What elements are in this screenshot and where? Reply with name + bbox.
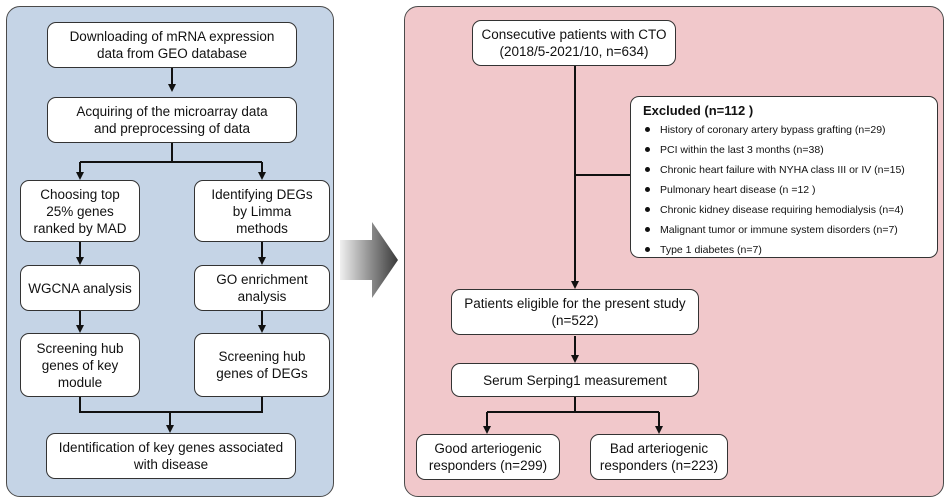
excluded-item: Pulmonary heart disease (n =12 ) bbox=[643, 180, 929, 200]
key-genes-box: Identification of key genes associated w… bbox=[46, 433, 296, 479]
serum-serping1-box: Serum Serping1 measurement bbox=[451, 363, 699, 397]
excluded-list: History of coronary artery bypass grafti… bbox=[643, 120, 929, 260]
excluded-item: History of coronary artery bypass grafti… bbox=[643, 120, 929, 140]
consecutive-patients-box: Consecutive patients with CTO (2018/5-20… bbox=[472, 20, 676, 66]
eligible-patients-box: Patients eligible for the present study … bbox=[451, 289, 699, 335]
excluded-item: Type 1 diabetes (n=7) bbox=[643, 240, 929, 260]
hub-module-box: Screening hub genes of key module bbox=[20, 333, 140, 397]
bad-responders-box: Bad arteriogenic responders (n=223) bbox=[590, 434, 728, 480]
hub-degs-box: Screening hub genes of DEGs bbox=[194, 333, 330, 397]
choose-mad-box: Choosing top 25% genes ranked by MAD bbox=[20, 180, 140, 242]
transition-arrow-icon bbox=[340, 222, 398, 298]
identify-degs-box: Identifying DEGs by Limma methods bbox=[194, 180, 330, 242]
good-responders-box: Good arteriogenic responders (n=299) bbox=[416, 434, 560, 480]
acquire-box: Acquiring of the microarray data and pre… bbox=[47, 97, 297, 143]
excluded-item: Chronic heart failure with NYHA class II… bbox=[643, 160, 929, 180]
excluded-box: Excluded (n=112 ) History of coronary ar… bbox=[630, 96, 938, 258]
excluded-item: Chronic kidney disease requiring hemodia… bbox=[643, 200, 929, 220]
wgcna-box: WGCNA analysis bbox=[20, 265, 140, 311]
excluded-title: Excluded (n=112 ) bbox=[643, 103, 754, 118]
excluded-item: PCI within the last 3 months (n=38) bbox=[643, 140, 929, 160]
excluded-item: Malignant tumor or immune system disorde… bbox=[643, 220, 929, 240]
left-panel bbox=[6, 6, 334, 497]
download-box: Downloading of mRNA expression data from… bbox=[47, 22, 297, 68]
go-enrichment-box: GO enrichment analysis bbox=[194, 265, 330, 311]
